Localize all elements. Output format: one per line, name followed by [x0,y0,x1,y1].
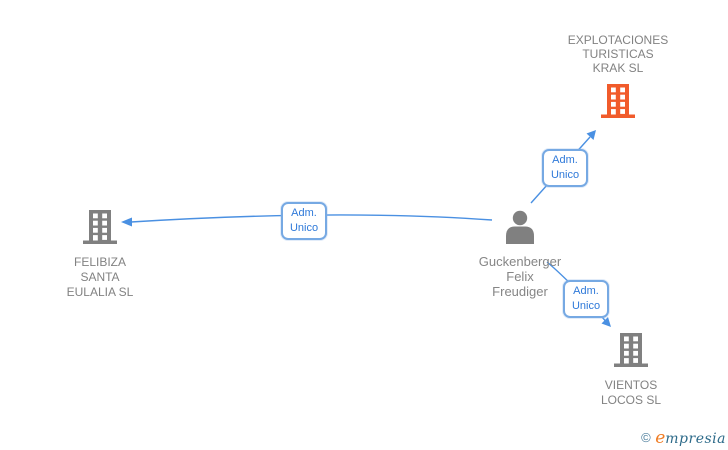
arrowhead-felibiza [121,217,132,227]
edge-label-felibiza: Adm. Unico [281,202,327,240]
arrowhead-explotaciones [586,130,596,140]
building-icon [82,210,118,248]
building-icon [600,84,636,122]
building-icon [613,333,649,371]
node-company-felibiza-santa-eulalia-sl[interactable]: FELIBIZA SANTA EULALIA SL [40,208,160,300]
person-name: Guckenberger Felix Freudiger [478,254,562,299]
empresia-watermark: © empresia [641,428,726,448]
person-icon [502,210,538,248]
copyright-icon: © [641,430,651,445]
node-company-vientos-locos-sl[interactable]: VIENTOS LOCOS SL [571,331,691,408]
company-name: EXPLOTACIONES TURISTICAS KRAK SL [567,33,669,75]
node-person-guckenberger-felix-freudiger[interactable]: Guckenberger Felix Freudiger [450,210,590,299]
brand-logo: empresia [655,428,726,448]
company-name: VIENTOS LOCOS SL [600,378,662,407]
node-company-explotaciones-turisticas-krak-sl[interactable]: EXPLOTACIONES TURISTICAS KRAK SL [540,33,696,123]
arrowhead-vientos [601,317,611,327]
edge-label-vientos: Adm. Unico [563,280,609,318]
brand-rest: mpresia [665,431,726,447]
edge-label-explotaciones: Adm. Unico [542,149,588,187]
brand-initial: e [655,428,666,448]
company-name: FELIBIZA SANTA EULALIA SL [66,255,134,299]
